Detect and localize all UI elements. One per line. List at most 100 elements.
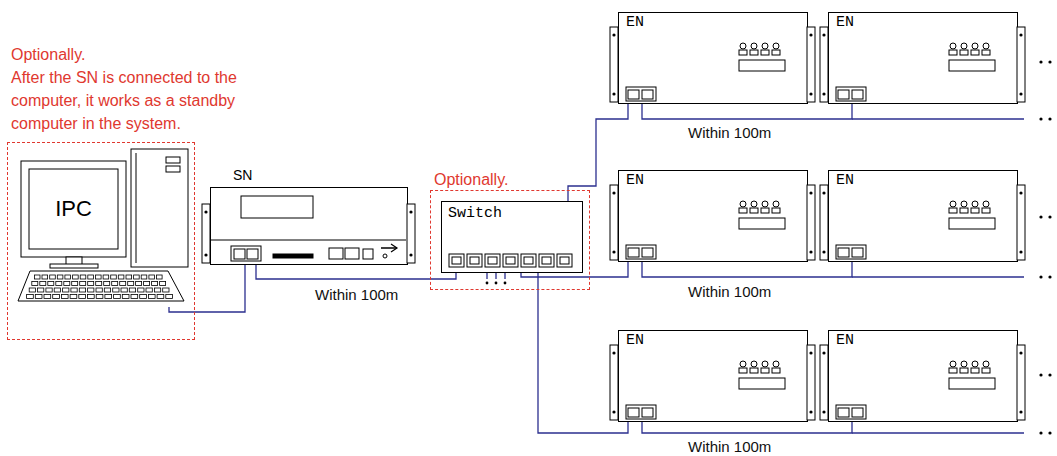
device-detail [560,257,569,264]
keyboard-key [120,282,126,286]
device-detail [409,210,412,213]
device-detail [503,254,518,267]
continuation-dot [1039,275,1042,278]
keyboard-key [103,275,109,279]
device-detail [21,161,126,257]
distance-label: Within 100m [686,438,773,455]
keyboard-key [88,275,94,279]
keyboard-key [112,282,118,286]
keyboard-key [80,282,86,286]
optional-note: Optionally. [11,43,301,66]
keyboard-key [148,295,155,299]
device-detail [740,361,746,367]
device-detail [626,87,656,101]
device-detail [983,43,989,49]
optional-note: After the SN is connected to the compute… [11,66,301,135]
keyboard-key [96,295,103,299]
keyboard-key [44,295,51,299]
device-detail [1017,27,1025,102]
keyboard-key [129,288,135,292]
device-detail [807,27,815,102]
device-detail [409,253,412,256]
device-detail [642,248,653,257]
device-detail [822,250,825,253]
device-detail [452,257,461,264]
device-detail [345,248,359,259]
device-detail [762,201,768,207]
device-detail [820,345,828,420]
keyboard-key [134,275,140,279]
device-detail [961,201,967,207]
keyboard-key [96,282,102,286]
device-detail [211,240,406,241]
keyboard-key [105,295,112,299]
device-detail [949,218,995,229]
device-detail [1019,250,1022,253]
device-label: EN [626,14,644,31]
keyboard-key [65,275,71,279]
device-detail [751,201,757,207]
device-detail [642,408,653,417]
device-detail [612,410,615,413]
keyboard-key [42,275,48,279]
en-device-illustration [829,171,1019,263]
device-detail [241,196,313,218]
continuation-dot [495,282,498,285]
device-detail [983,361,989,367]
keyboard-key [48,282,54,286]
keyboard-key [34,275,40,279]
device-detail [773,201,779,207]
device-detail [247,249,258,259]
callout-text-group: Optionally.After the SN is connected to … [11,43,301,135]
device-detail [628,90,639,99]
device-detail [949,368,957,373]
device-detail [822,33,825,36]
continuation-dot [1039,373,1042,376]
continuation-dot [1039,60,1042,63]
device-detail [762,361,768,367]
device-detail [972,43,978,49]
device-detail [852,248,863,257]
device-detail [204,210,207,213]
device-detail [772,208,780,213]
en-device-illustration [619,13,809,105]
device-detail [950,361,956,367]
keyboard-key [72,282,78,286]
device-detail [612,191,615,194]
continuation-dot [1039,117,1042,120]
device-detail [231,246,261,261]
distance-label: Within 100m [686,124,773,141]
device-detail [960,368,968,373]
en-device: EN [828,170,1018,262]
device-detail [202,204,210,263]
network-cable [642,422,852,433]
device-detail [971,368,979,373]
keyboard-key [128,282,134,286]
device-detail [470,257,479,264]
device-detail [740,201,746,207]
device-detail [610,345,618,420]
keyboard-key [114,295,121,299]
computer-illustration [16,149,191,307]
device-detail [626,245,656,259]
keyboard-key [111,275,117,279]
device-detail [740,43,746,49]
continuation-dot [486,282,489,285]
device-detail [950,201,956,207]
port-stub [504,272,505,279]
en-device: EN [828,330,1018,422]
keyboard-key [163,288,169,292]
network-cable [642,262,852,277]
device-detail [166,157,180,163]
device-detail [982,368,990,373]
device-detail [506,257,515,264]
keyboard-key [53,295,60,299]
device-detail [772,50,780,55]
keyboard-key [141,275,147,279]
device-detail [773,361,779,367]
device-detail [949,50,957,55]
en-device: EN [828,12,1018,104]
device-detail [836,87,866,101]
